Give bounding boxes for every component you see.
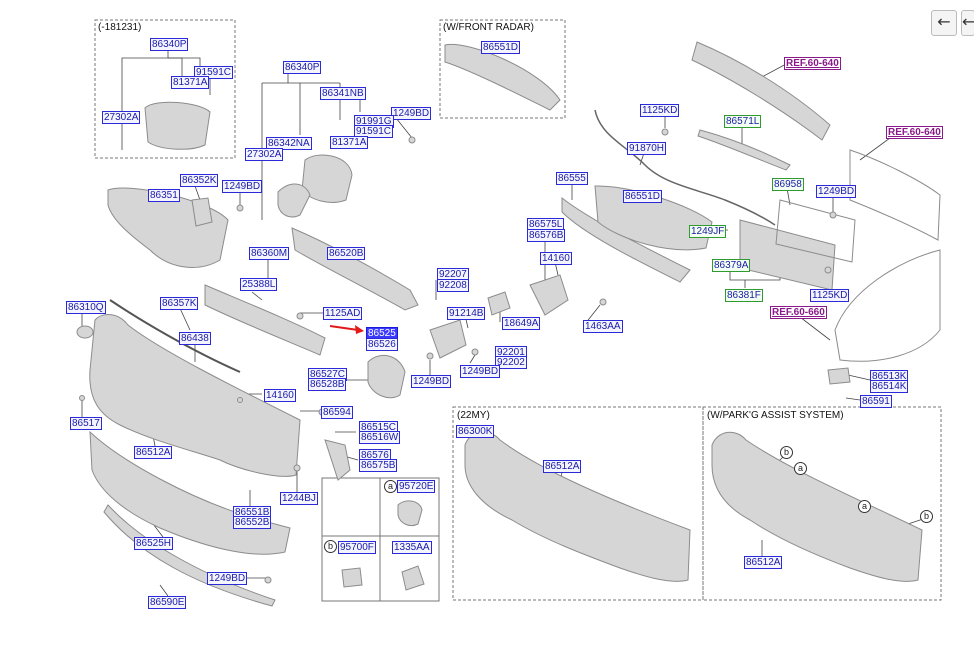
part-label[interactable]: 86438: [179, 332, 211, 345]
part-label[interactable]: 86576B: [527, 229, 566, 242]
caption-front-radar: (W/FRONT RADAR): [443, 22, 534, 33]
part-label[interactable]: 86352K: [180, 174, 219, 187]
part-label[interactable]: 1249BD: [411, 375, 452, 388]
part-label[interactable]: 86512A: [744, 556, 783, 569]
caption-parking-assist: (W/PARK'G ASSIST SYSTEM): [707, 410, 844, 421]
part-label[interactable]: 86520B: [327, 247, 366, 260]
part-label[interactable]: 1249BD: [391, 107, 432, 120]
part-label[interactable]: 86552B: [233, 516, 272, 529]
part-label[interactable]: 27302A: [245, 148, 284, 161]
part-label[interactable]: 91591C: [354, 125, 394, 138]
part-label[interactable]: 86555: [556, 172, 588, 185]
part-label[interactable]: 81371A: [330, 136, 369, 149]
part-label[interactable]: 86341NB: [320, 87, 366, 100]
callout-a: a: [794, 462, 807, 475]
part-label[interactable]: 1249BD: [207, 572, 248, 585]
part-label[interactable]: 92208: [437, 279, 469, 292]
part-label[interactable]: 86551D: [481, 41, 521, 54]
caption-22my: (22MY): [457, 410, 490, 421]
part-label[interactable]: 86360M: [249, 247, 290, 260]
part-label[interactable]: 1249BD: [460, 365, 501, 378]
part-label[interactable]: 25388L: [240, 278, 278, 291]
back-button[interactable]: ←: [931, 10, 957, 36]
part-label[interactable]: 1249BD: [816, 185, 857, 198]
part-label[interactable]: 86590E: [148, 596, 187, 609]
part-label[interactable]: 86340P: [283, 61, 322, 74]
part-label[interactable]: 86591: [860, 395, 892, 408]
part-label[interactable]: 86527C: [308, 368, 348, 381]
part-label[interactable]: 95720E: [397, 480, 436, 493]
part-label[interactable]: 86525H: [134, 537, 174, 550]
part-label[interactable]: 1463AA: [583, 320, 623, 333]
callout-b: b: [920, 510, 933, 523]
part-label[interactable]: 95700F: [338, 541, 376, 554]
part-label[interactable]: 1244BJ: [280, 492, 318, 505]
part-label[interactable]: 86575B: [359, 459, 398, 472]
part-label[interactable]: 86526: [366, 338, 398, 351]
part-label[interactable]: 86514K: [870, 380, 909, 393]
part-label[interactable]: 86571L: [724, 115, 762, 128]
part-label[interactable]: 86310Q: [66, 301, 106, 314]
part-label[interactable]: 18649A: [502, 317, 541, 330]
part-label[interactable]: 1249JF: [689, 225, 727, 238]
part-label[interactable]: 86528B: [308, 378, 347, 391]
callout-b: b: [780, 446, 793, 459]
part-label[interactable]: 86379A: [712, 259, 751, 272]
ref-link[interactable]: REF.60-640: [784, 57, 841, 70]
part-label[interactable]: 91591C: [194, 66, 234, 79]
part-label[interactable]: 86357K: [160, 297, 199, 310]
callout-a: a: [858, 500, 871, 513]
arrow-left-icon: ←: [937, 12, 951, 31]
part-label[interactable]: 1125AD: [323, 307, 363, 320]
part-label[interactable]: 14160: [540, 252, 572, 265]
next-button[interactable]: ←: [961, 10, 974, 36]
part-label[interactable]: 86381F: [725, 289, 763, 302]
caption-181231: (-181231): [98, 22, 142, 33]
wiring-harness: [594, 109, 776, 226]
box-parking-assist: [702, 406, 942, 601]
callout-a: a: [384, 480, 397, 493]
part-label[interactable]: 1335AA: [392, 541, 432, 554]
part-label[interactable]: 86300K: [456, 425, 495, 438]
part-label[interactable]: 86516W: [359, 431, 401, 444]
ref-link[interactable]: REF.60-660: [770, 306, 827, 319]
part-label[interactable]: 86551D: [623, 190, 663, 203]
part-label[interactable]: 86958: [772, 178, 804, 191]
part-label[interactable]: 86517: [70, 417, 102, 430]
arrow-left-icon: ←: [962, 12, 974, 31]
part-label[interactable]: 1249BD: [222, 180, 263, 193]
part-label[interactable]: 86351: [148, 189, 180, 202]
box-front-radar: [439, 19, 566, 119]
part-label[interactable]: 91214B: [447, 307, 486, 320]
part-label[interactable]: 1125KD: [640, 104, 680, 117]
part-label[interactable]: 86340P: [150, 38, 189, 51]
part-label[interactable]: 86342NA: [266, 137, 312, 150]
callout-b: b: [324, 540, 337, 553]
part-label[interactable]: 86594: [321, 406, 353, 419]
part-label[interactable]: 81371A: [171, 76, 210, 89]
part-label[interactable]: 27302A: [102, 111, 141, 124]
part-label[interactable]: 86512A: [134, 446, 173, 459]
part-label[interactable]: 86512A: [543, 460, 582, 473]
red-arrow-icon: [329, 325, 364, 334]
part-label[interactable]: 14160: [264, 389, 296, 402]
part-label[interactable]: 1125KD: [810, 289, 850, 302]
ref-link[interactable]: REF.60-640: [886, 126, 943, 139]
part-label[interactable]: 86551B: [233, 506, 272, 519]
box-181231: [94, 19, 236, 159]
part-label[interactable]: 91870H: [627, 142, 667, 155]
part-label[interactable]: 92202: [495, 356, 527, 369]
